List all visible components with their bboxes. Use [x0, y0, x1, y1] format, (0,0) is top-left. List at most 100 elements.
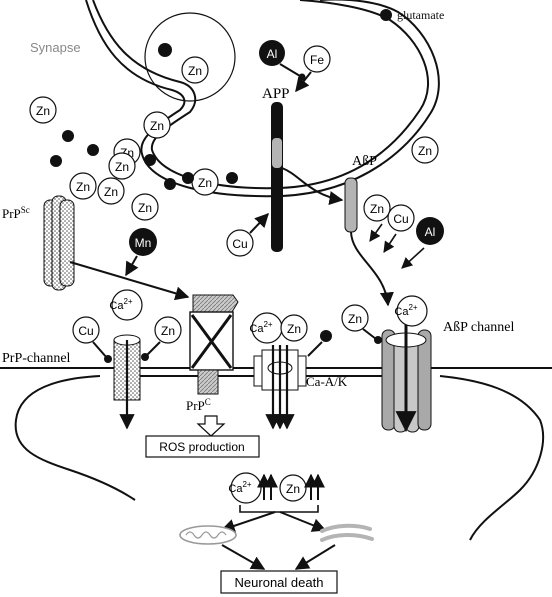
abp-to-channel-arrow — [350, 231, 394, 307]
mitochondria-to-death-arrow — [221, 544, 266, 570]
al-inhibit-link — [279, 63, 301, 77]
al-to-abp-arrow — [401, 247, 425, 269]
to-mitochondria-arrow — [220, 511, 276, 533]
glutamate-binding-link — [307, 341, 323, 357]
cu-to-abp-arrow — [383, 233, 397, 253]
cu-ion: Cu — [72, 316, 100, 344]
zn-ion: Zn — [131, 193, 159, 221]
svg-text:Zn: Zn — [198, 176, 212, 190]
zn-ion: Zn — [97, 177, 125, 205]
svg-text:Ca2+: Ca2+ — [394, 303, 418, 318]
glutamate-dot — [320, 330, 332, 342]
svg-text:PrPSc: PrPSc — [2, 205, 30, 221]
app-to-abp-arrow — [281, 167, 344, 205]
svg-text:Zn: Zn — [150, 119, 164, 133]
svg-text:Cu: Cu — [393, 212, 408, 226]
ros-box — [145, 435, 260, 458]
svg-text:Cu: Cu — [78, 324, 93, 338]
svg-text:Zn: Zn — [348, 312, 362, 326]
zn-binding-link — [362, 328, 377, 340]
zn-ion: Zn — [181, 56, 209, 84]
zn-ion: Zn — [154, 316, 182, 344]
prpsc-to-prpc-arrow — [69, 261, 190, 301]
svg-text:Zn: Zn — [76, 180, 90, 194]
svg-text:Zn: Zn — [418, 144, 432, 158]
svg-text:Zn: Zn — [115, 160, 129, 174]
svg-text:PrPC: PrPC — [186, 397, 211, 413]
ros-label: ROS production — [159, 440, 244, 454]
cu-ion: Cu — [387, 204, 415, 232]
app-label: APP — [262, 86, 290, 102]
abp-fragment — [344, 177, 358, 233]
abp-label: AßP — [352, 154, 377, 169]
prp-channel-label: PrP-channel — [2, 351, 71, 366]
mn-ion: Mn — [129, 228, 157, 256]
er-to-death-arrow — [294, 544, 336, 570]
svg-text:Zn: Zn — [287, 322, 301, 336]
synapse-label: Synapse — [30, 40, 81, 55]
ca-ak-channel — [253, 345, 307, 430]
glutamate-legend-label: glutamate — [397, 8, 444, 22]
svg-text:Al: Al — [425, 225, 436, 239]
svg-text:Ca2+: Ca2+ — [249, 320, 273, 335]
prpsc-aggregate — [43, 195, 75, 291]
zn-ion: Zn — [341, 304, 369, 332]
prpc-to-ros-arrow — [196, 415, 226, 437]
to-er-arrow — [279, 511, 327, 532]
neuronal-death-label: Neuronal death — [235, 575, 324, 590]
svg-text:Al: Al — [267, 47, 278, 61]
glutamate-dot — [158, 43, 172, 57]
zn-ion: Zn — [143, 111, 171, 139]
svg-text:Ca2+: Ca2+ — [228, 480, 252, 495]
zn-ion: Zn — [108, 152, 136, 180]
synaptic-vesicle — [144, 12, 236, 102]
svg-text:Zn: Zn — [286, 482, 300, 496]
svg-text:Mn: Mn — [135, 236, 152, 250]
cu-ion: Cu — [226, 229, 254, 257]
zn-to-abp-arrow — [369, 223, 383, 242]
prp-channel — [113, 334, 141, 430]
cu-to-app-arrow — [249, 212, 269, 234]
prpc-protein — [189, 294, 239, 395]
zn-binding-dot — [141, 353, 149, 361]
app-rod — [271, 102, 283, 252]
zn-ion: Zn — [69, 172, 97, 200]
mn-to-prp-arrow — [125, 255, 139, 277]
zn-ion: Zn — [29, 96, 57, 124]
ca-ion: Ca2+ — [394, 295, 428, 327]
neuronal-death-box — [220, 570, 338, 594]
abp-channel — [381, 320, 432, 433]
abp-channel-label: AßP channel — [443, 320, 515, 335]
app-cleaved-segment — [272, 138, 282, 168]
svg-text:Zn: Zn — [138, 201, 152, 215]
glutamate-legend-dot — [380, 9, 392, 21]
zn-ion: Zn — [191, 168, 219, 196]
ca-ak-label: Ca-A/K — [306, 374, 348, 389]
svg-text:Ca2+: Ca2+ — [109, 297, 133, 312]
cu-binding-link — [92, 341, 108, 359]
svg-text:Fe: Fe — [310, 53, 324, 67]
svg-text:Zn: Zn — [188, 64, 202, 78]
svg-text:Cu: Cu — [232, 237, 247, 251]
prpc-label: PrPC — [186, 397, 211, 413]
zn-ion: Zn — [279, 474, 307, 502]
postsynaptic-membrane — [0, 367, 552, 541]
ca-ion: Ca2+ — [109, 289, 143, 321]
zn-binding-dot — [374, 336, 382, 344]
al-ion: Al — [259, 40, 285, 66]
al-ion: Al — [416, 217, 444, 245]
zn-ion: Zn — [411, 136, 439, 164]
ca-ion: Ca2+ — [249, 312, 283, 344]
svg-text:Zn: Zn — [36, 104, 50, 118]
cu-binding-dot — [104, 355, 112, 363]
endoplasmic-reticulum — [320, 523, 374, 542]
svg-text:Zn: Zn — [161, 324, 175, 338]
glutamate-dots — [50, 130, 238, 190]
fe-to-app-arrow — [295, 71, 312, 93]
mitochondrion — [179, 525, 237, 545]
fe-ion: Fe — [303, 45, 331, 73]
prpsc-label: PrPSc — [2, 205, 30, 221]
zn-ion: Zn — [363, 194, 391, 222]
